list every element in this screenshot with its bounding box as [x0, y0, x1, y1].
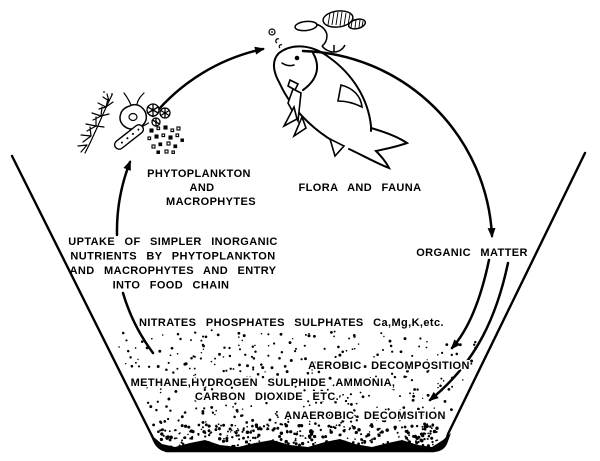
arc-nutrients-rise [121, 291, 155, 355]
gases-label-line1: METHANE,HYDROGEN SULPHIDE AMMONIA, [131, 377, 396, 389]
uptake-label-line2: NUTRIENTS BY PHYTOPLANKTON [70, 251, 275, 263]
phytoplankton-label-line1: PHYTOPLANKTON [147, 168, 251, 180]
phytoplankton-cluster-icon [77, 91, 184, 154]
flora-fauna-label: FLORA AND FAUNA [299, 182, 422, 194]
sediment-stipple [118, 329, 477, 452]
anaerobic-decomposition-label: ANAEROBIC DECOMSITION [284, 410, 446, 422]
organic-matter-label: ORGANIC MATTER [416, 247, 528, 259]
fish-icon [272, 45, 410, 170]
uptake-label-line4: INTO FOOD CHAIN [113, 280, 230, 292]
wheel-diatom-icon [146, 103, 171, 127]
arrow-plankton-to-fish [151, 46, 265, 118]
diagram-labels: PHYTOPLANKTON AND MACROPHYTES FLORA AND … [68, 168, 528, 424]
arrow-organic-to-aerobic [450, 258, 491, 350]
gases-label-line2: CARBON DIOXIDE ETC. [195, 391, 339, 403]
nutrients-label: NITRATES PHOSPHATES SULPHATES Ca,Mg,K,et… [139, 317, 444, 329]
pond-right-bank [430, 151, 587, 453]
pond-left-bank [10, 154, 170, 453]
arrow-organic-to-anaerobic [428, 261, 510, 402]
pennate-diatom-icon [113, 122, 150, 150]
sediment-band [150, 433, 451, 452]
flagellate-icon [119, 92, 148, 130]
phytoplankton-label-line2: AND [189, 182, 214, 194]
cycle-arrows [115, 46, 510, 402]
arrow-fauna-to-organic-matter [301, 49, 496, 238]
bubbles-icon [268, 28, 283, 49]
duck-icon [294, 10, 367, 53]
uptake-label-line3: AND MACROPHYTES AND ENTRY [70, 265, 277, 277]
phytoplankton-label-line3: MACROPHYTES [166, 196, 256, 208]
uptake-label-line1: UPTAKE OF SIMPLER INORGANIC [68, 236, 278, 248]
pond-outline [10, 151, 587, 453]
arrow-uptake-to-plankton [115, 160, 132, 237]
aerobic-decomposition-label: AEROBIC DECOMPOSITION [308, 360, 470, 372]
macrophyte-sprig-icon [77, 91, 114, 154]
algae-colony-icon [147, 125, 184, 154]
